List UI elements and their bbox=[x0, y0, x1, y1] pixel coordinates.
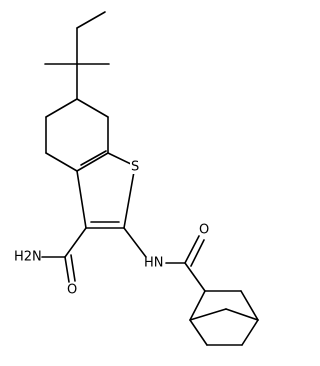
bond-nb-c1-c7 bbox=[189, 308, 227, 321]
bond-c4-c3a bbox=[45, 152, 78, 172]
bond-s1-c2 bbox=[123, 165, 136, 229]
structure-diagram: S H2N O HN O bbox=[14, 11, 259, 346]
norbornane-group bbox=[189, 290, 259, 346]
bond-c3-amide-c bbox=[64, 227, 87, 258]
bond-c3a-c7a-double bbox=[80, 150, 107, 166]
bond-c3a-c7a bbox=[76, 152, 109, 172]
bond-carbonyl-c-o bbox=[184, 235, 200, 264]
bond-nb-c7-c4 bbox=[225, 308, 259, 321]
tert-amyl-group bbox=[44, 11, 110, 100]
bond-c2-nh bbox=[123, 227, 147, 258]
molecule-canvas: S H2N O HN O bbox=[14, 11, 259, 346]
primary-amide-group bbox=[41, 227, 87, 283]
bond-nb-c2-c1 bbox=[189, 290, 206, 321]
sulfur-atom-label: S bbox=[131, 160, 139, 175]
thiophene-ring bbox=[76, 152, 136, 229]
amide-linker-group bbox=[123, 227, 206, 292]
bond-c6-c5 bbox=[45, 98, 78, 118]
bond-carbonyl-c-norbornane bbox=[184, 262, 206, 292]
bond-nb-c5-c4 bbox=[241, 319, 259, 346]
linker-nh-label: HN bbox=[144, 256, 164, 271]
bond-nb-c1-c6 bbox=[189, 319, 208, 346]
amide-nh2-label: H2N bbox=[14, 250, 42, 265]
bond-amide-c-o-double bbox=[70, 254, 76, 282]
bond-c7-c6 bbox=[76, 98, 109, 118]
bond-carbonyl-c-o-double bbox=[190, 239, 205, 267]
bond-ethyl-ch3-ch2 bbox=[76, 11, 106, 29]
bond-nb-c4-c3 bbox=[240, 290, 259, 321]
bond-c3-c3a bbox=[76, 170, 87, 229]
atom-labels: S H2N O HN O bbox=[14, 159, 209, 298]
bond-amide-c-o bbox=[64, 256, 70, 283]
linker-oxygen-label: O bbox=[199, 223, 209, 238]
cyclohexene-ring bbox=[45, 98, 109, 172]
amide-oxygen-label: O bbox=[67, 283, 77, 298]
